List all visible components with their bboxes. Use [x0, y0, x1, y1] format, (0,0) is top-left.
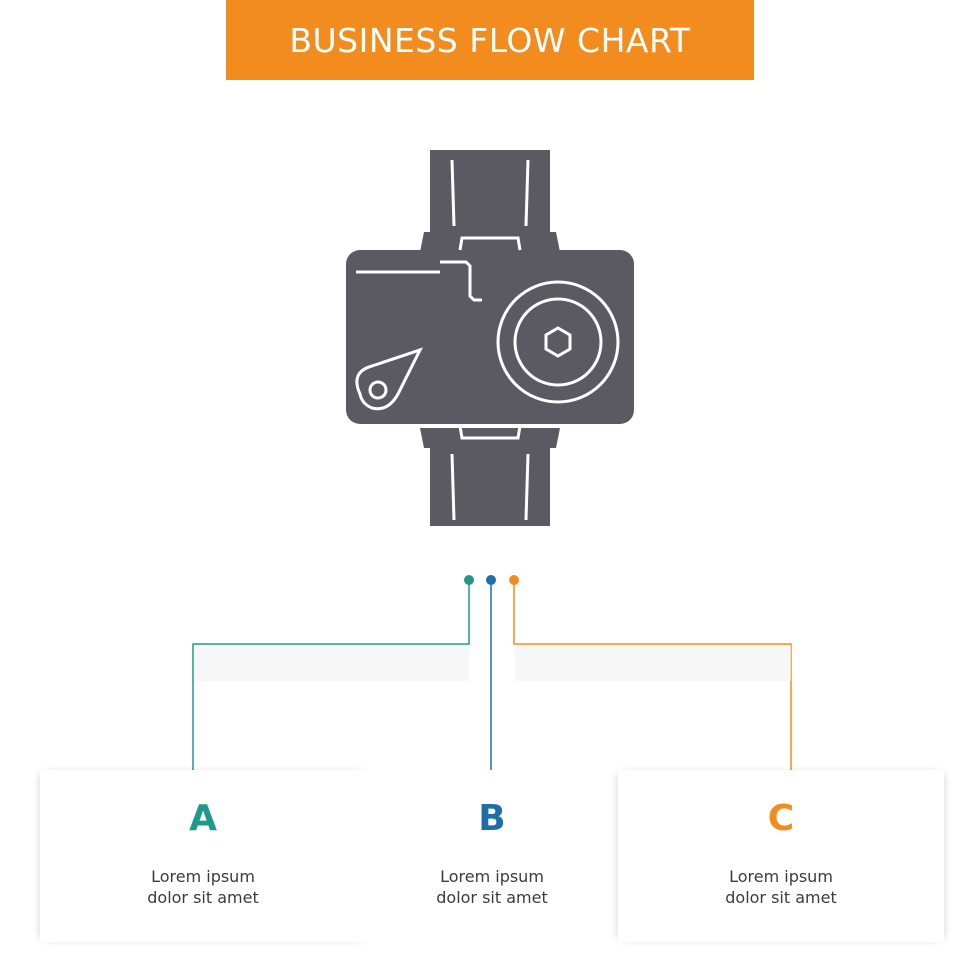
- dot-c: [509, 575, 519, 585]
- bottom-strap: [430, 448, 550, 526]
- step-text-a-line2: dolor sit amet: [147, 888, 259, 907]
- step-panel-c: C Lorem ipsum dolor sit amet: [618, 770, 944, 942]
- step-text-c-line2: dolor sit amet: [725, 888, 837, 907]
- step-text-b-line1: Lorem ipsum: [440, 867, 544, 886]
- step-text-b-line2: dolor sit amet: [436, 888, 548, 907]
- step-text-a-line1: Lorem ipsum: [151, 867, 255, 886]
- connector-lines: [192, 580, 792, 782]
- step-text-c-line1: Lorem ipsum: [729, 867, 833, 886]
- dot-b: [486, 575, 496, 585]
- title-banner: BUSINESS FLOW CHART: [226, 0, 754, 80]
- step-letter-c: C: [767, 798, 795, 839]
- action-camera-on-wrist-strap-icon: [346, 150, 634, 526]
- connector-dots: [464, 575, 519, 585]
- connector-shadows: [194, 645, 791, 681]
- connector-a: [192, 580, 470, 782]
- camera-body: [346, 250, 634, 424]
- step-panel-a: A Lorem ipsum dolor sit amet: [40, 770, 366, 942]
- top-strap: [430, 150, 550, 232]
- step-letter-b: B: [478, 798, 506, 839]
- top-buckle: [420, 232, 560, 252]
- step-panel-b: B Lorem ipsum dolor sit amet: [366, 770, 618, 942]
- step-text-c: Lorem ipsum dolor sit amet: [618, 866, 944, 908]
- icon-details: [355, 159, 620, 521]
- step-text-a: Lorem ipsum dolor sit amet: [40, 866, 366, 908]
- dot-a: [464, 575, 474, 585]
- connector-c: [513, 580, 792, 782]
- step-letter-a: A: [189, 798, 217, 839]
- page-title: BUSINESS FLOW CHART: [289, 20, 691, 60]
- step-text-b: Lorem ipsum dolor sit amet: [366, 866, 618, 908]
